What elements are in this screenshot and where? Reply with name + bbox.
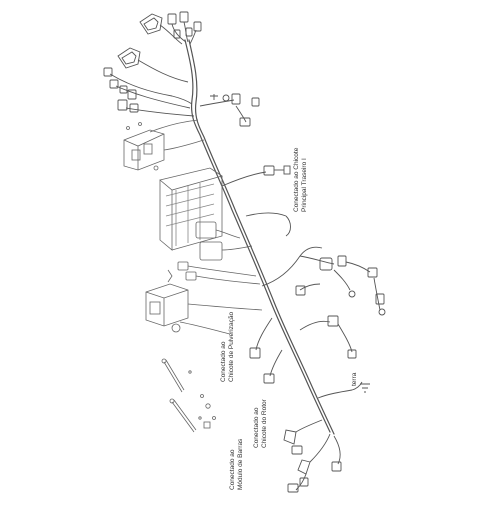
connector-boom-module (297, 459, 311, 475)
ground-wire (317, 381, 363, 399)
label-boom-module: Conectado ao Módulo de Barras (229, 438, 244, 490)
relay-bracket (123, 129, 165, 171)
top-connector-cluster (103, 11, 260, 127)
module-b (199, 241, 223, 261)
connector-left-a (103, 67, 113, 77)
clip-a (205, 403, 211, 409)
label-rear-main-line2: Principal Traseiro I (301, 158, 308, 212)
label-rotor-line1: Conectado ao (253, 407, 260, 448)
connector-spray (249, 347, 261, 359)
label-rear-main-line1: Conectado ao Chicote (293, 147, 300, 212)
label-spray-harness: Conectado ao Chicote de Pulverização (220, 312, 235, 382)
connector-right-top (231, 93, 241, 105)
main-harness-trunk (184, 39, 335, 435)
label-ground-text: terra (351, 372, 358, 386)
connector-rear-main (263, 165, 275, 176)
sensor-housing-mid (117, 47, 141, 69)
loose-parts (161, 358, 216, 433)
label-rotor-line2: Chicote do Rotor (261, 398, 268, 448)
connector-top-b (179, 11, 189, 23)
sensor-housing-top (139, 13, 163, 35)
actuator-block (145, 283, 189, 327)
connector-rotor (283, 429, 297, 445)
connector-right-mid (319, 257, 333, 271)
connector-top-a (167, 13, 177, 25)
label-boom-line1: Conectado ao (229, 449, 236, 490)
label-rear-main-harness: Conectado ao Chicote Principal Traseiro … (293, 147, 308, 212)
label-rotor-harness: Conectado ao Chicote do Rotor (253, 398, 268, 448)
label-ground: terra (351, 372, 358, 386)
cable-tie-a (163, 361, 183, 393)
control-module-area (123, 119, 263, 335)
right-branches (221, 165, 386, 493)
label-boom-line2: Módulo de Barras (237, 438, 244, 490)
label-spray-line1: Conectado ao (220, 341, 227, 382)
label-spray-line2: Chicote de Pulverização (228, 312, 235, 382)
fuse-box (159, 167, 223, 191)
module-a (195, 221, 217, 239)
cable-tie-b (171, 401, 195, 433)
